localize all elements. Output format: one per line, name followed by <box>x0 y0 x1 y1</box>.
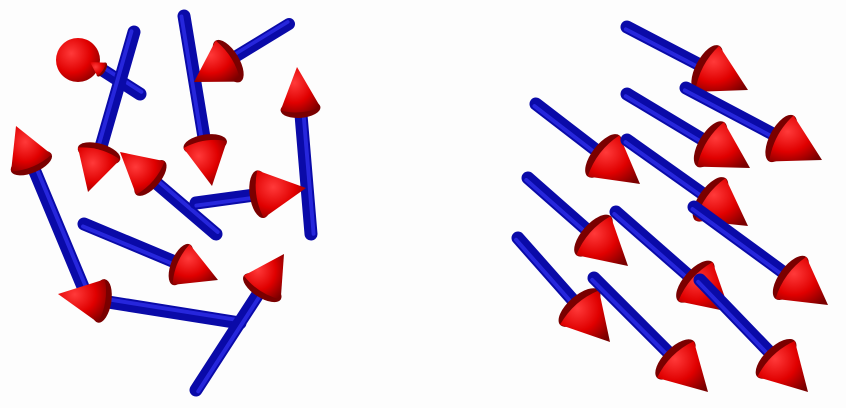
aligned-arrow-11 <box>693 273 808 392</box>
aligned-arrow-10 <box>587 271 708 392</box>
arrow-head <box>280 67 321 113</box>
arrow-head <box>243 254 284 300</box>
arrow-right <box>189 170 306 219</box>
arrow-shaft-highlight <box>301 106 316 236</box>
arrow-head <box>576 216 628 266</box>
arrow-shaft <box>189 187 267 210</box>
arrow-right-down <box>77 217 218 286</box>
arrow-shaft-highlight <box>623 27 708 74</box>
arrow-shaft-highlight <box>194 194 263 208</box>
aligned-arrow-1 <box>620 20 748 93</box>
arrow-head <box>58 279 107 323</box>
arrow-head <box>769 115 822 162</box>
arrow-shaft <box>609 205 702 289</box>
arrow-shaft-highlight <box>623 94 712 149</box>
arrow-shaft <box>679 81 788 145</box>
arrow-up <box>280 67 321 241</box>
aligned-arrow-3 <box>620 87 750 168</box>
arrow-shaft-highlight <box>225 20 290 61</box>
aligned-arrow-4 <box>529 97 640 184</box>
arrow-up-left-2 <box>120 152 223 241</box>
arrow-shaft <box>511 231 587 315</box>
arrow-head <box>560 290 610 342</box>
arrow-shaft <box>521 171 600 243</box>
arrow-shaft-highlight <box>150 174 220 234</box>
arrow-head <box>775 256 828 305</box>
arrow-shaft <box>529 97 611 163</box>
arrow-head <box>11 126 52 172</box>
aligned-arrows-panel <box>511 20 828 392</box>
aligned-arrow-6 <box>521 171 628 266</box>
arrow-head <box>183 139 227 186</box>
arrow-shaft <box>687 200 798 285</box>
arrow-head <box>77 147 121 192</box>
arrow-shaft-highlight <box>94 29 134 155</box>
arrow-shaft-highlight <box>690 207 792 282</box>
arrow-head <box>194 40 241 82</box>
arrow-pointing-toward-viewer <box>56 38 100 82</box>
arrow-shaft-highlight <box>514 237 580 312</box>
arrow-head <box>255 170 306 218</box>
arrow-shaft <box>620 20 714 76</box>
arrow-shaft-highlight <box>81 224 183 269</box>
arrow-shaft-highlight <box>590 277 676 364</box>
arrow-head <box>697 122 750 168</box>
arrow-shaft <box>587 271 682 366</box>
arrow-up-left-3 <box>10 126 93 301</box>
arrow-down <box>177 9 227 186</box>
arrow-shaft-highlight <box>696 279 777 363</box>
arrow-shaft <box>94 294 247 330</box>
arrow-shaft <box>294 102 318 241</box>
arrow-shaft <box>92 25 141 161</box>
arrow-shaft <box>77 217 188 272</box>
arrow-up-right <box>189 254 284 397</box>
aligned-arrow-2 <box>679 81 822 163</box>
arrow-up-left <box>194 18 295 83</box>
arrow-head <box>90 62 107 77</box>
arrow-shaft <box>693 273 783 366</box>
arrow-shaft-highlight <box>196 287 267 394</box>
arrow-shaft-highlight <box>179 14 205 147</box>
arrow-shaft <box>143 171 223 241</box>
arrow-shaft-highlight <box>31 159 91 295</box>
aligned-arrow-7 <box>687 200 828 305</box>
arrow-shaft-highlight <box>623 140 711 204</box>
arrow-head <box>172 244 218 285</box>
arrow-head <box>120 152 165 195</box>
arrow-shaft <box>189 281 269 397</box>
arrow-head <box>587 135 640 184</box>
arrow-shaft-highlight <box>612 212 696 286</box>
disordered-arrows-panel <box>10 9 321 397</box>
arrow-shaft-highlight <box>682 88 783 143</box>
arrow-head <box>657 341 708 392</box>
arrow-head-end-on <box>56 38 100 82</box>
arrow-shaft-highlight <box>532 104 604 160</box>
arrow-shaft <box>177 9 212 152</box>
arrow-head <box>695 45 748 92</box>
arrow-shaft <box>620 133 718 206</box>
aligned-arrow-9 <box>511 231 610 342</box>
arrow-head <box>757 340 808 392</box>
arrow-shaft-highlight <box>524 178 594 240</box>
arrow-shaft <box>24 156 93 301</box>
arrow-left <box>58 279 247 330</box>
arrow-down-left <box>77 25 141 192</box>
arrow-shaft <box>620 87 718 151</box>
arrow-shaft-highlight <box>99 296 243 323</box>
arrow-shaft <box>222 18 295 68</box>
